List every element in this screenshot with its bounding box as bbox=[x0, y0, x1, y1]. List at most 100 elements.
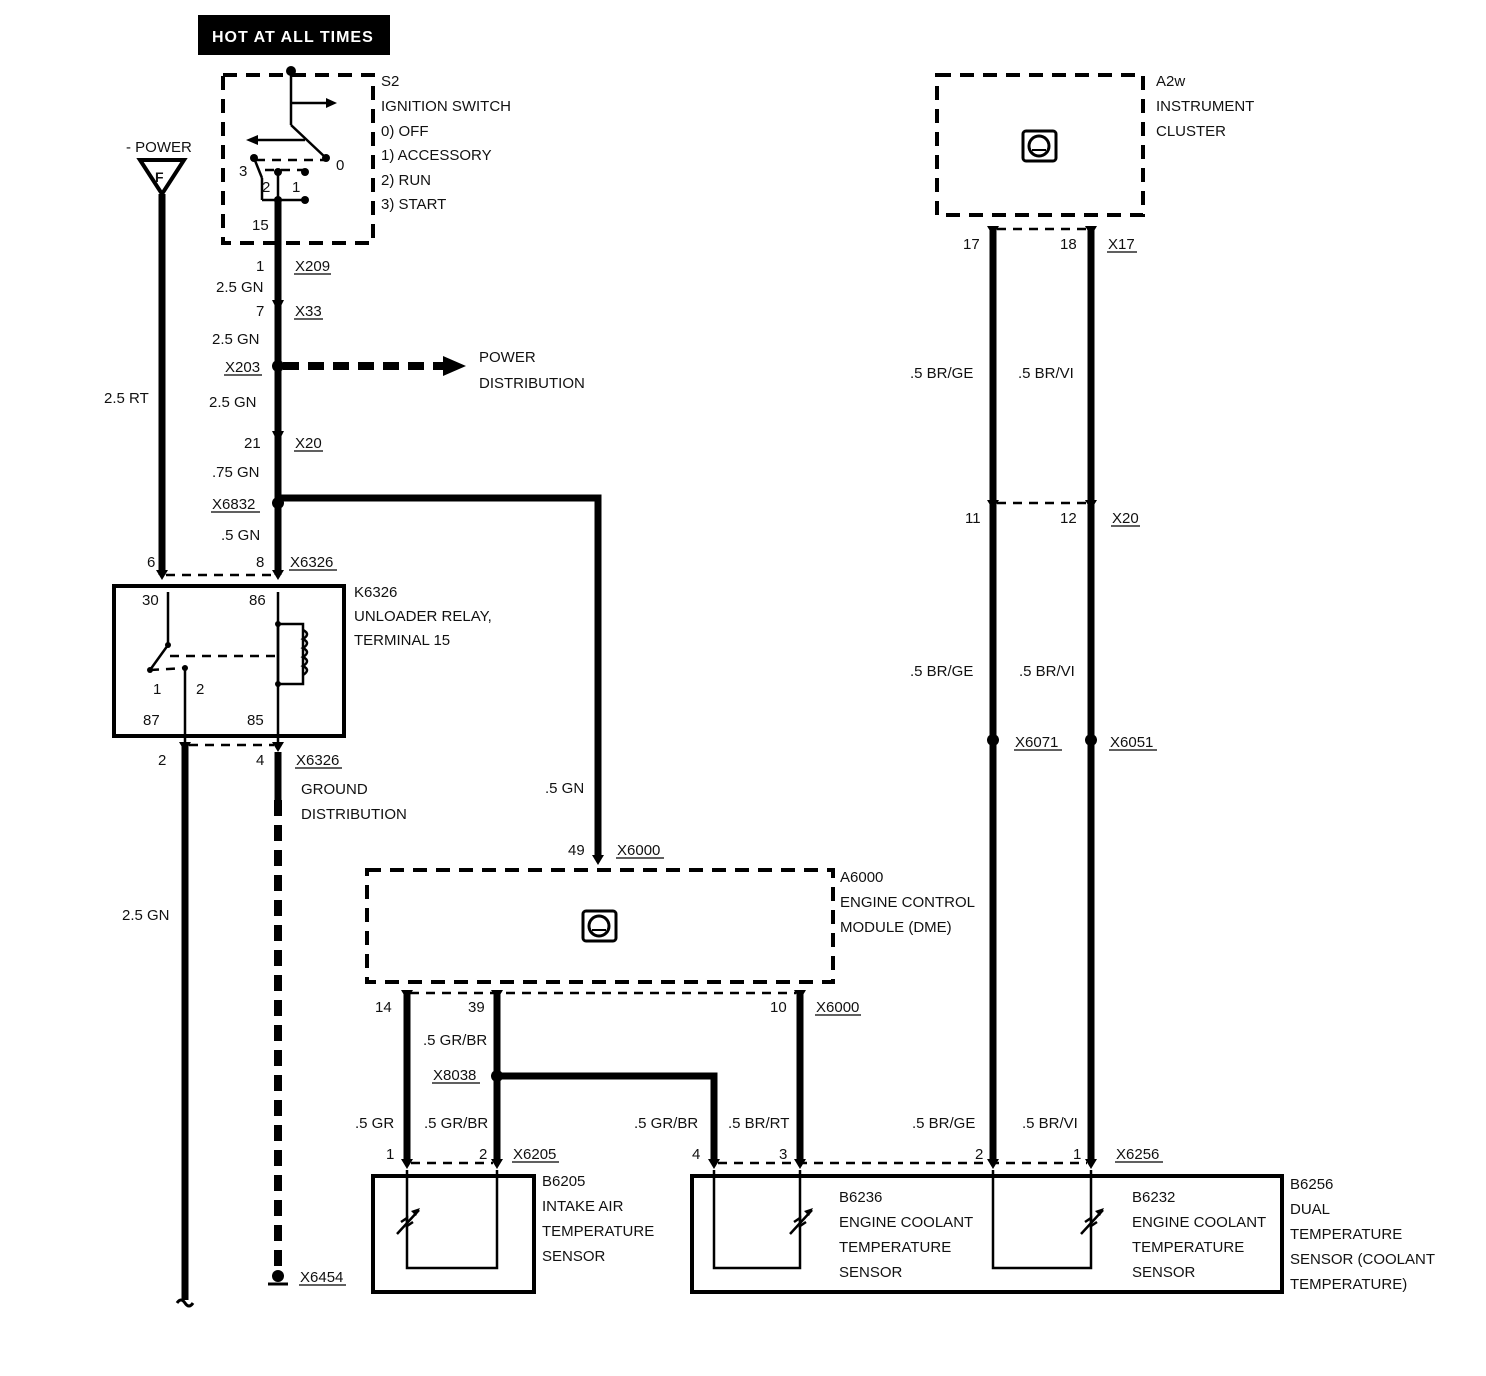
connector-x6326: X6326 bbox=[290, 554, 333, 571]
s2-id: S2 bbox=[381, 73, 399, 90]
connector-x6000: X6000 bbox=[816, 999, 859, 1016]
ignition-switch-box bbox=[221, 66, 375, 245]
pin-label: 2 bbox=[479, 1146, 487, 1163]
s2-name: IGNITION SWITCH bbox=[381, 98, 511, 115]
sensor-id: B6236 bbox=[839, 1189, 882, 1206]
sensor-name: SENSOR bbox=[1132, 1264, 1196, 1281]
wire-label: .5 BR/VI bbox=[1019, 663, 1075, 680]
s2-terminal-15: 15 bbox=[252, 217, 269, 234]
pin-label: 7 bbox=[256, 303, 264, 320]
connector-x6205: X6205 bbox=[513, 1146, 556, 1163]
pin-label: 6 bbox=[147, 554, 155, 571]
wire-label: .5 BR/RT bbox=[728, 1115, 789, 1132]
pin-label: 10 bbox=[770, 999, 787, 1016]
connector-x20: X20 bbox=[295, 435, 322, 452]
connector-x209: X209 bbox=[295, 258, 330, 275]
pin-label: 2 bbox=[158, 752, 166, 769]
wire-label: .5 GR/BR bbox=[424, 1115, 488, 1132]
wire-x6832-to-ecm bbox=[278, 494, 604, 865]
s2-pos-label: 1) ACCESSORY bbox=[381, 147, 492, 164]
pin-label: 8 bbox=[256, 554, 264, 571]
sensor-name: SENSOR bbox=[839, 1264, 903, 1281]
hot-label: HOT AT ALL TIMES bbox=[212, 29, 374, 46]
ecm-name: MODULE (DME) bbox=[840, 919, 952, 936]
pin-label: 3 bbox=[779, 1146, 787, 1163]
power-distribution-label: POWER bbox=[479, 349, 536, 366]
ground-distribution-label: DISTRIBUTION bbox=[301, 806, 407, 823]
wire-label: .5 GR/BR bbox=[423, 1032, 487, 1049]
sensor-name: ENGINE COOLANT bbox=[839, 1214, 973, 1231]
pin-label: 1 bbox=[386, 1146, 394, 1163]
pin-label: 18 bbox=[1060, 236, 1077, 253]
relay-terminal: 30 bbox=[142, 592, 159, 609]
wire-label: .5 BR/GE bbox=[910, 663, 973, 680]
s2-pos-label: 2) RUN bbox=[381, 172, 431, 189]
sensor-name: TEMPERATURE bbox=[542, 1223, 654, 1240]
connector-x6454: X6454 bbox=[300, 1269, 343, 1286]
wire-label: 2.5 GN bbox=[212, 331, 260, 348]
cluster-name: CLUSTER bbox=[1156, 123, 1226, 140]
sensor-name: ENGINE COOLANT bbox=[1132, 1214, 1266, 1231]
wire-relay-87-out bbox=[175, 745, 195, 1308]
connector-x6326: X6326 bbox=[296, 752, 339, 769]
relay-id: K6326 bbox=[354, 584, 397, 601]
connector-x8038: X8038 bbox=[433, 1067, 476, 1084]
wire-ecm-to-intake-sensor bbox=[403, 993, 804, 1163]
dual-temperature-sensor-box bbox=[690, 1170, 1284, 1294]
wire-label: .5 GN bbox=[221, 527, 260, 544]
pin-label: 1 bbox=[1073, 1146, 1081, 1163]
wire-label: 2.5 GN bbox=[216, 279, 264, 296]
power-distribution-label: DISTRIBUTION bbox=[479, 375, 585, 392]
relay-terminal: 2 bbox=[196, 681, 204, 698]
sensor-name: TEMPERATURE bbox=[839, 1239, 951, 1256]
pin-label: 2 bbox=[975, 1146, 983, 1163]
sensor-name: TEMPERATURE) bbox=[1290, 1276, 1407, 1293]
s2-pos-0: 0 bbox=[336, 157, 344, 174]
wire-label: .5 BR/VI bbox=[1018, 365, 1074, 382]
pin-label: 49 bbox=[568, 842, 585, 859]
sensor-id: B6205 bbox=[542, 1173, 585, 1190]
connector-x17: X17 bbox=[1108, 236, 1135, 253]
instrument-cluster-box bbox=[935, 73, 1145, 217]
connector-x20: X20 bbox=[1112, 510, 1139, 527]
wire-label: .5 GR bbox=[355, 1115, 394, 1132]
sensor-name: INTAKE AIR bbox=[542, 1198, 624, 1215]
s2-pos-label: 0) OFF bbox=[381, 123, 429, 140]
intake-air-sensor-box bbox=[371, 1170, 536, 1294]
pin-label: 21 bbox=[244, 435, 261, 452]
relay-name: TERMINAL 15 bbox=[354, 632, 450, 649]
s2-pos-1: 1 bbox=[292, 179, 300, 196]
hot-at-all-times-banner: HOT AT ALL TIMES bbox=[198, 15, 390, 55]
relay-terminal: 1 bbox=[153, 681, 161, 698]
ground-distribution-label: GROUND bbox=[301, 781, 368, 798]
s2-pos-2: 2 bbox=[262, 179, 270, 196]
wire-label: 2.5 RT bbox=[104, 390, 149, 407]
connector-x33: X33 bbox=[295, 303, 322, 320]
connector-x6000: X6000 bbox=[617, 842, 660, 859]
ecm-name: ENGINE CONTROL bbox=[840, 894, 975, 911]
wire-label: .5 GR/BR bbox=[634, 1115, 698, 1132]
wire-s2-to-relay bbox=[272, 200, 284, 575]
pin-label: 17 bbox=[963, 236, 980, 253]
engine-control-module-box bbox=[365, 868, 835, 984]
relay-terminal: 87 bbox=[143, 712, 160, 729]
power-distribution-arrow bbox=[283, 356, 466, 376]
sensor-name: TEMPERATURE bbox=[1290, 1226, 1402, 1243]
pin-label: 1 bbox=[256, 258, 264, 275]
wire-label: .5 GN bbox=[545, 780, 584, 797]
relay-terminal: 86 bbox=[249, 592, 266, 609]
sensor-id: B6232 bbox=[1132, 1189, 1175, 1206]
s2-pos-label: 3) START bbox=[381, 196, 446, 213]
pin-label: 12 bbox=[1060, 510, 1077, 527]
power-label: - POWER bbox=[126, 139, 192, 156]
unloader-relay-box bbox=[112, 584, 346, 745]
wire-label: 2.5 GN bbox=[209, 394, 257, 411]
wire-label: .75 GN bbox=[212, 464, 260, 481]
fuse-icon: F bbox=[136, 158, 188, 198]
wire-label: 2.5 GN bbox=[122, 907, 170, 924]
pin-label: 39 bbox=[468, 999, 485, 1016]
connector-x6051: X6051 bbox=[1110, 734, 1153, 751]
wire-cluster-to-coolant-sensor bbox=[987, 229, 1097, 1163]
sensor-name: SENSOR (COOLANT bbox=[1290, 1251, 1435, 1268]
